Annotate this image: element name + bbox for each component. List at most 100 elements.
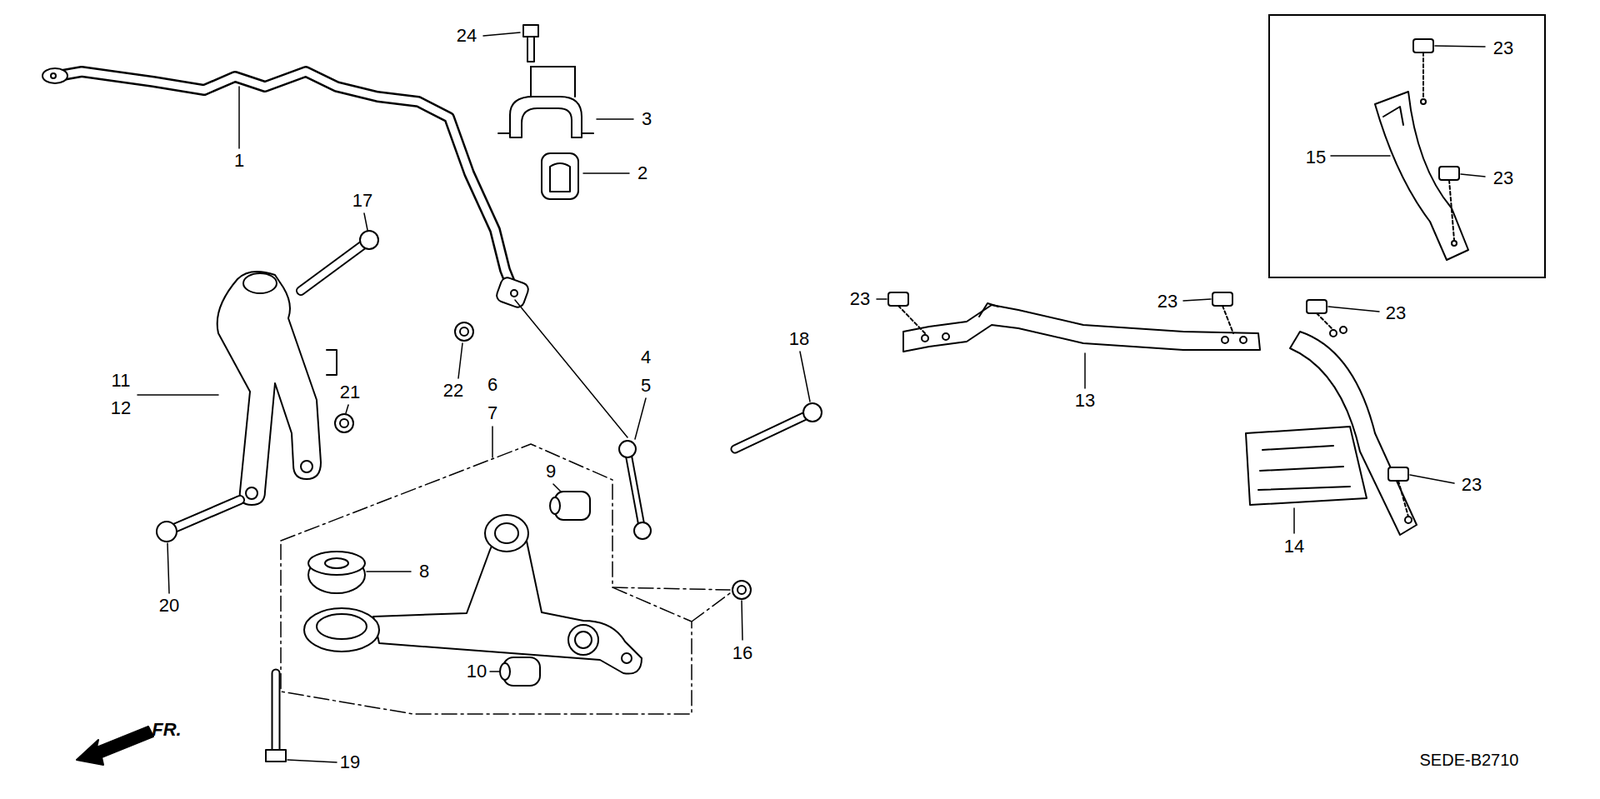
callout-number: 2 [636, 163, 649, 184]
leader-line [1410, 475, 1455, 484]
flange-nut [1316, 313, 1334, 330]
bolt [271, 673, 281, 750]
front-arrow [76, 726, 154, 765]
callout-number: 23 [1156, 291, 1179, 312]
bolt [156, 230, 822, 762]
callout-number: 8 [418, 561, 430, 582]
lower-arm [568, 625, 599, 655]
callout-number: 6 [486, 375, 499, 395]
leader-line [635, 398, 646, 440]
callout-number: 11 [110, 370, 132, 391]
lower-arm [304, 608, 380, 652]
stabilizer-link [634, 522, 651, 540]
bolt [735, 413, 811, 450]
leader-line [741, 600, 743, 640]
callout-number: 23 [1492, 38, 1515, 59]
leader-line [1293, 508, 1295, 534]
callout-number: 14 [1283, 536, 1305, 557]
callout-number: 23 [1385, 303, 1407, 324]
flange-nut [1422, 52, 1425, 99]
bolt [735, 413, 811, 450]
callout-number: 19 [339, 752, 361, 773]
group-outline [280, 444, 692, 715]
leader-line [1183, 299, 1211, 301]
stabilizer-bushing [541, 153, 579, 200]
stabilizer-bushing [550, 163, 570, 192]
bolt [168, 500, 240, 531]
leader-line [287, 760, 337, 763]
lower-arm [304, 515, 642, 675]
callout-number: 10 [465, 661, 488, 682]
bushing-bracket [530, 66, 532, 97]
leader-line [1084, 353, 1086, 389]
nut [335, 414, 354, 433]
leader-line [483, 32, 520, 36]
flange-nut [1398, 480, 1409, 517]
subframe-brace [1240, 336, 1247, 344]
front-arrow [76, 726, 154, 765]
bushing-bracket [581, 132, 594, 135]
knuckle [300, 460, 313, 473]
flange-bolt [523, 25, 539, 37]
flange-bolt [523, 25, 539, 62]
leader-line [137, 32, 1485, 763]
callout-number: 23 [849, 289, 871, 310]
leader-line [366, 570, 411, 573]
subframe-brace [921, 335, 929, 342]
subframe-brace [1383, 106, 1404, 125]
flange-nut [1439, 166, 1460, 180]
callout-number: 15 [1305, 147, 1327, 168]
bolt [168, 500, 240, 531]
leader-line [596, 118, 634, 120]
callout-number: 3 [640, 109, 653, 130]
subframe-brace [942, 333, 950, 340]
bolt [273, 673, 280, 750]
nut [340, 419, 349, 428]
bolt [300, 241, 368, 291]
callout-number: 23 [1492, 168, 1515, 189]
lower-arm [316, 614, 367, 640]
nut [460, 327, 469, 336]
flange-nut [1413, 39, 1434, 53]
bushing-bracket [510, 96, 582, 138]
stabilizer-bar [42, 68, 530, 310]
group-outline [612, 587, 730, 590]
bushing-bracket [574, 66, 576, 97]
callout-number: 7 [486, 403, 499, 424]
leader-line [364, 213, 368, 230]
knuckle [243, 273, 277, 294]
stabilizer-bar [50, 73, 56, 79]
subframe-brace [1375, 91, 1469, 260]
stabilizer-bar [510, 290, 518, 297]
leader-line [458, 343, 463, 379]
stabilizer-link [619, 440, 636, 458]
bushing [308, 551, 365, 575]
bushing-bracket [498, 132, 510, 135]
lower-arm [575, 631, 592, 649]
stabilizer-bar [495, 275, 530, 310]
leader-line [167, 543, 170, 594]
subframe-brace [1245, 426, 1367, 505]
knuckle [217, 271, 337, 505]
leader-line [800, 351, 810, 402]
flange-bolt [527, 36, 535, 62]
bolt [360, 230, 379, 250]
knuckle [217, 271, 321, 505]
callout-number: 12 [110, 398, 132, 419]
stabilizer-link [515, 300, 651, 540]
bolt [156, 521, 177, 542]
flange-nut [898, 305, 925, 334]
nut [335, 322, 751, 600]
subframe-brace [903, 303, 1260, 352]
flange-nut [1222, 305, 1234, 334]
stabilizer-bushing [541, 153, 579, 200]
subframe-brace [1258, 445, 1350, 490]
callout-number: 1 [233, 150, 245, 171]
lower-arm [621, 653, 632, 664]
callout-number: 24 [455, 25, 478, 46]
flange-nut [1212, 292, 1233, 306]
flange-nut [1449, 180, 1455, 240]
stabilizer-bar [53, 71, 512, 287]
leader-line [1435, 45, 1485, 47]
